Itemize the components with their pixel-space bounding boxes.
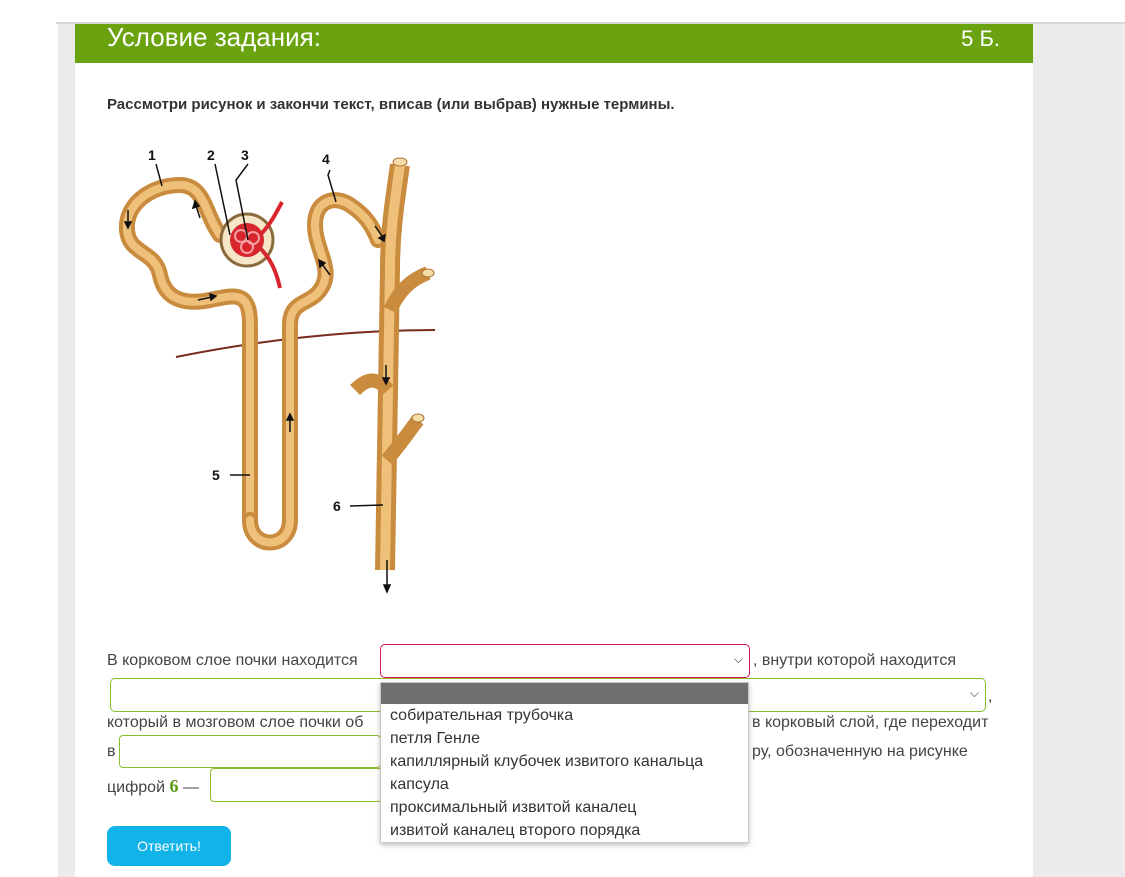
question-text-line3: который в мозговом слое почки об (107, 714, 364, 731)
question-text-line2-end: , (988, 688, 993, 705)
flow-arrows (123, 199, 392, 594)
figure-label-5: 5 (212, 467, 220, 483)
term-input-4[interactable] (210, 768, 382, 802)
figure-label-1: 1 (148, 147, 156, 163)
top-divider (56, 22, 1125, 24)
dropdown-option[interactable]: извитой каналец второго порядка (390, 822, 641, 839)
left-margin (58, 24, 75, 877)
term-dropdown-list: собирательная трубочка петля Генле капил… (380, 682, 749, 843)
dropdown-option[interactable]: капсула (390, 776, 449, 793)
question-text-line4-end: ру, обозначенную на рисунке (752, 743, 968, 760)
dropdown-option[interactable]: проксимальный извитой каналец (390, 799, 637, 816)
chevron-down-icon: ⌵ (733, 652, 743, 666)
dropdown-option[interactable]: капиллярный клубочек извитого канальца (390, 753, 704, 770)
figure-label-6: 6 (333, 498, 341, 514)
figure-labels: 1 2 3 4 5 6 (148, 147, 384, 514)
chevron-down-icon: ⌵ (969, 686, 979, 700)
term-input-3[interactable] (119, 735, 381, 768)
collecting-duct (350, 157, 435, 571)
dropdown-option[interactable]: петля Генле (390, 730, 481, 747)
submit-button[interactable]: Ответить! (107, 826, 231, 866)
question-text-line5: цифрой 6 — (107, 776, 199, 797)
dropdown-option-empty[interactable] (381, 683, 748, 704)
task-header: Условие задания: 5 Б. (75, 22, 1033, 63)
term-select-1[interactable]: ⌵ (380, 644, 750, 678)
question-text-line1-end: , внутри которой находится (753, 652, 956, 669)
dropdown-option[interactable]: собирательная трубочка (390, 707, 574, 724)
figure-number-highlight: 6 (169, 776, 179, 796)
question-text-line4: в (107, 743, 116, 760)
question-text-line3-end: в корковый слой, где переходит (752, 714, 989, 731)
glomerulus (219, 201, 284, 289)
task-instruction: Рассмотри рисунок и закончи текст, вписа… (107, 96, 675, 113)
figure-label-4: 4 (322, 151, 330, 167)
figure-label-2: 2 (207, 147, 215, 163)
question-text-line1: В корковом слое почки находится (107, 652, 358, 669)
task-title: Условие задания: (107, 22, 321, 52)
figure-label-3: 3 (241, 147, 249, 163)
question-text-prefix: цифрой (107, 779, 165, 796)
right-margin (1033, 24, 1125, 877)
nephron-figure: 1 2 3 4 5 6 (110, 140, 450, 605)
question-dash: — (182, 779, 199, 796)
task-score: 5 Б. (961, 26, 1000, 51)
proximal-tubule (118, 176, 258, 528)
